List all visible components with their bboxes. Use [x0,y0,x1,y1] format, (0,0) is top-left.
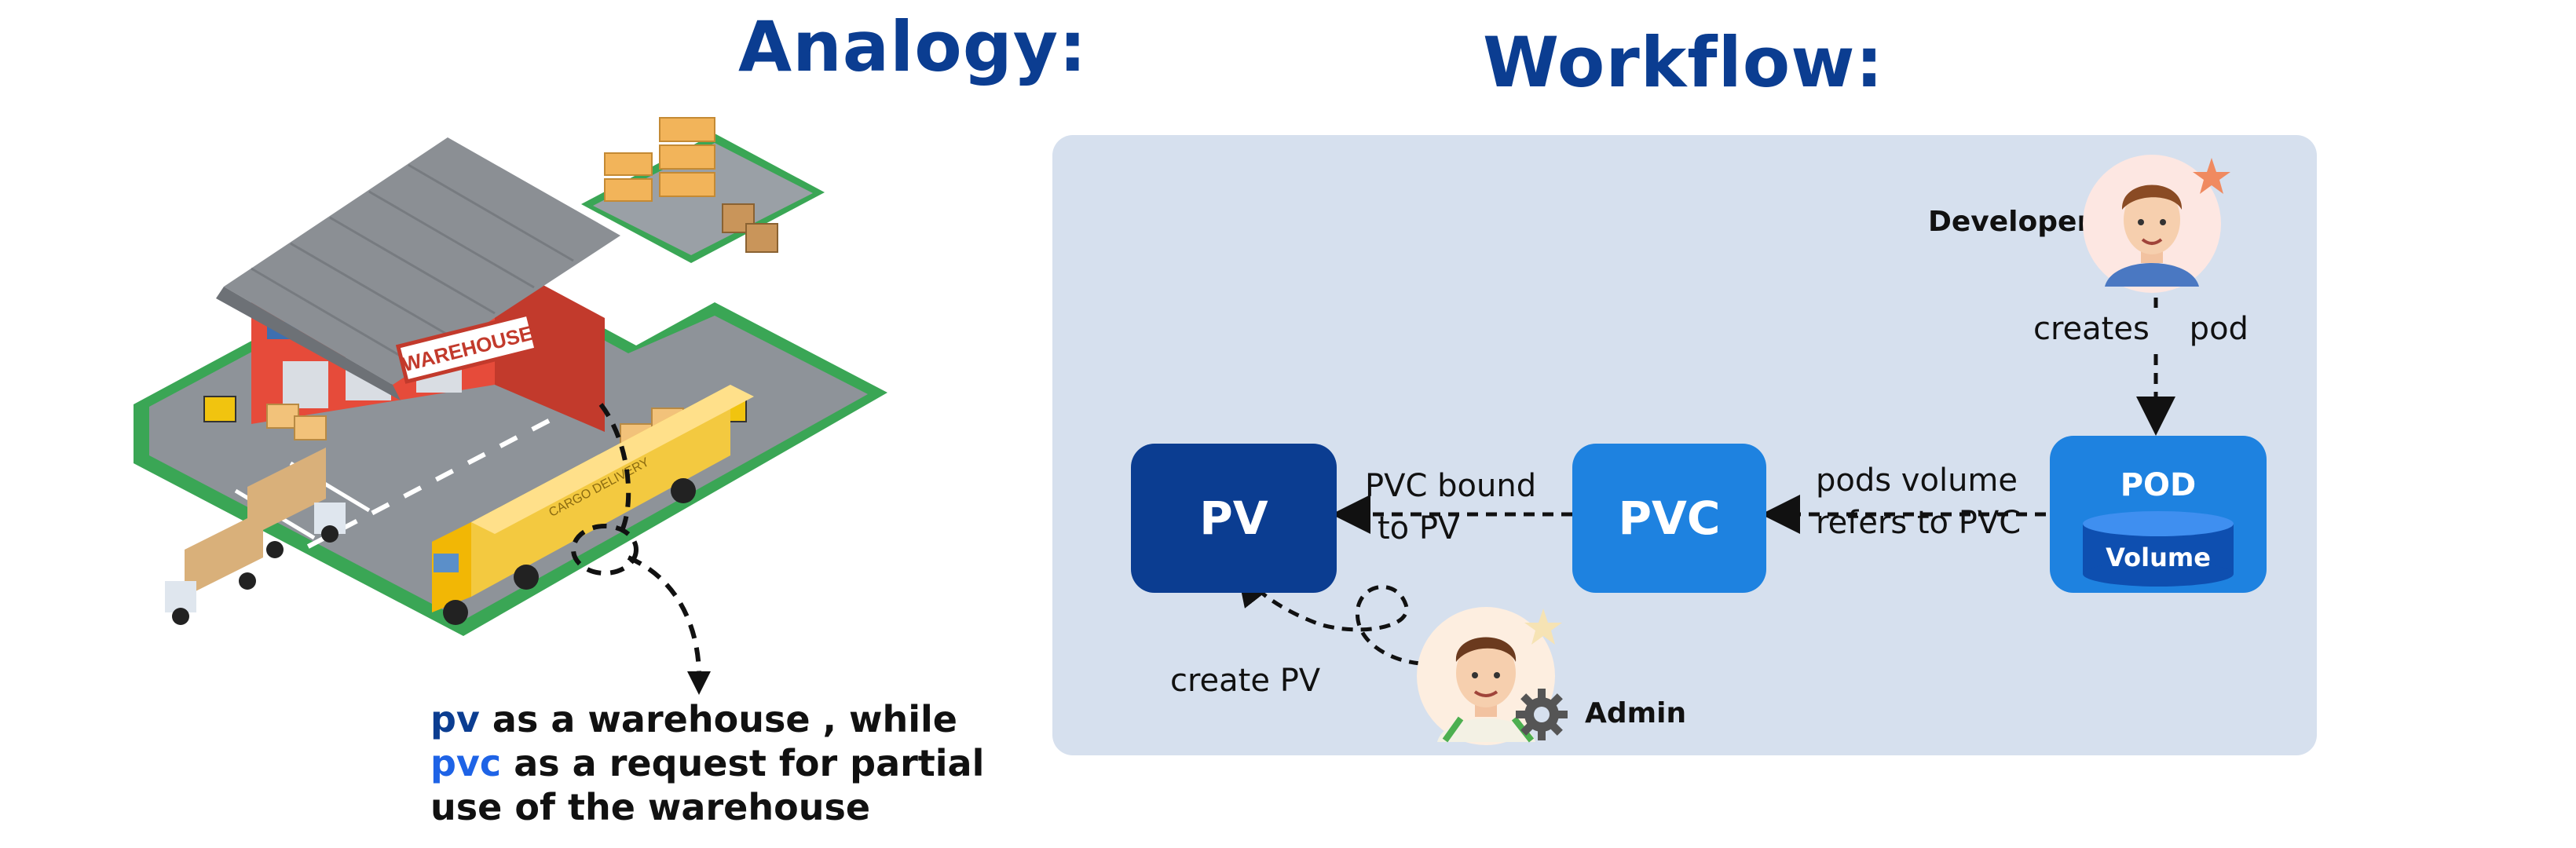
pv-node: PV [1131,444,1337,593]
pvc-bound-line1: PVC bound [1365,468,1537,504]
database-icon [2083,511,2234,587]
pvc-bound-line2: to PV [1378,510,1460,546]
caption-pv-keyword: pv [430,698,480,740]
star-icon [2193,158,2230,194]
developer-avatar [2083,155,2230,293]
analogy-heading: Analogy: [738,6,1088,87]
creates-pod-label-a: creates [2033,311,2150,347]
sparkle-icon [1524,609,1562,645]
pods-volume-line2: refers to PVC [1816,505,2022,541]
pod-label: POD [2120,467,2197,503]
pods-volume-line1: pods volume [1816,462,2018,499]
gear-icon [1516,689,1568,740]
warehouse-illustration: WAREHOUSE CARGO DELIVERY [134,117,887,695]
workflow-heading: Workflow: [1483,22,1884,103]
pvc-label: PVC [1618,492,1721,545]
pvc-node: PVC [1572,444,1766,593]
pv-label: PV [1199,492,1268,545]
admin-label: Admin [1585,697,1687,729]
edge-admin-to-pv [1235,565,1421,666]
pods-volume-label: pods volume refers to PVC [1816,459,2021,544]
caption-pvc-keyword: pvc [430,742,502,784]
developer-label: Developer [1928,206,2091,238]
creates-pod-label-b: pod [2189,311,2249,347]
creates-pod-label: creates pod [2030,308,2252,350]
volume-label: Volume [2106,543,2211,572]
volume-cylinder: Volume [2081,511,2235,587]
analogy-caption: pv as a warehouse , while pvc as a reque… [430,697,984,829]
caption-line2: as a request for partial [501,742,985,784]
caption-line1: as a warehouse , while [479,698,958,740]
caption-line3: use of the warehouse [430,786,871,828]
pod-node: POD Volume [2050,436,2267,593]
create-pv-label: create PV [1170,663,1321,699]
pvc-bound-label: PVC bound to PV [1365,465,1536,550]
